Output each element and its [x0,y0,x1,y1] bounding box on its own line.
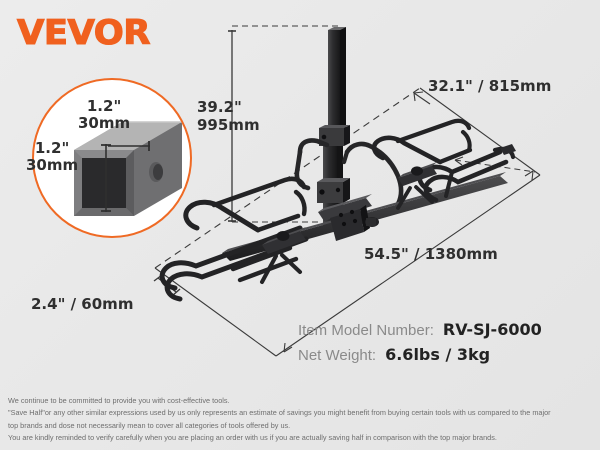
model-number-value: RV-SJ-6000 [442,320,542,339]
disclaimer-line-4: You are kindly reminded to verify carefu… [8,433,497,443]
dimension-height-inch: 39.2" [197,98,242,116]
dimension-height-mm: 995mm [197,116,260,134]
inset-side-dimension-inch: 1.2" [34,139,70,157]
vevor-logo: VEVOR [16,13,151,53]
bike-rack-drawing [159,27,516,302]
inset-side-dimension: 1.2" 30mm [26,140,78,174]
dimension-depth-label: 32.1" / 815mm [428,77,552,95]
model-number-label: Item Model Number: [298,322,434,339]
spec-row-weight: Net Weight: 6.6lbs / 3kg [298,345,588,364]
inset-side-dimension-mm: 30mm [26,156,79,174]
spec-row-model: Item Model Number: RV-SJ-6000 [298,320,588,339]
dimension-width-label: 54.5" / 1380mm [364,245,498,263]
inset-top-dimension-inch: 1.2" [86,97,122,115]
net-weight-label: Net Weight: [298,347,377,364]
receiver-tube-drawing [74,121,182,216]
disclaimer-line-3: top brands and dose not necessarily mean… [8,420,291,430]
dimension-tray-label: 2.4" / 60mm [31,295,134,313]
disclaimer-text: We continue to be committed to provide y… [8,395,594,445]
inset-top-dimension: 1.2" 30mm [78,98,130,132]
dimension-height-label: 39.2" 995mm [197,98,260,134]
net-weight-value: 6.6lbs / 3kg [385,345,491,364]
disclaimer-line-1: We continue to be committed to provide y… [8,396,230,405]
disclaimer-line-2: "Save Half"or any other similar expressi… [8,408,551,418]
spec-block: Item Model Number: RV-SJ-6000 Net Weight… [298,320,588,370]
inset-top-dimension-mm: 30mm [78,114,131,132]
